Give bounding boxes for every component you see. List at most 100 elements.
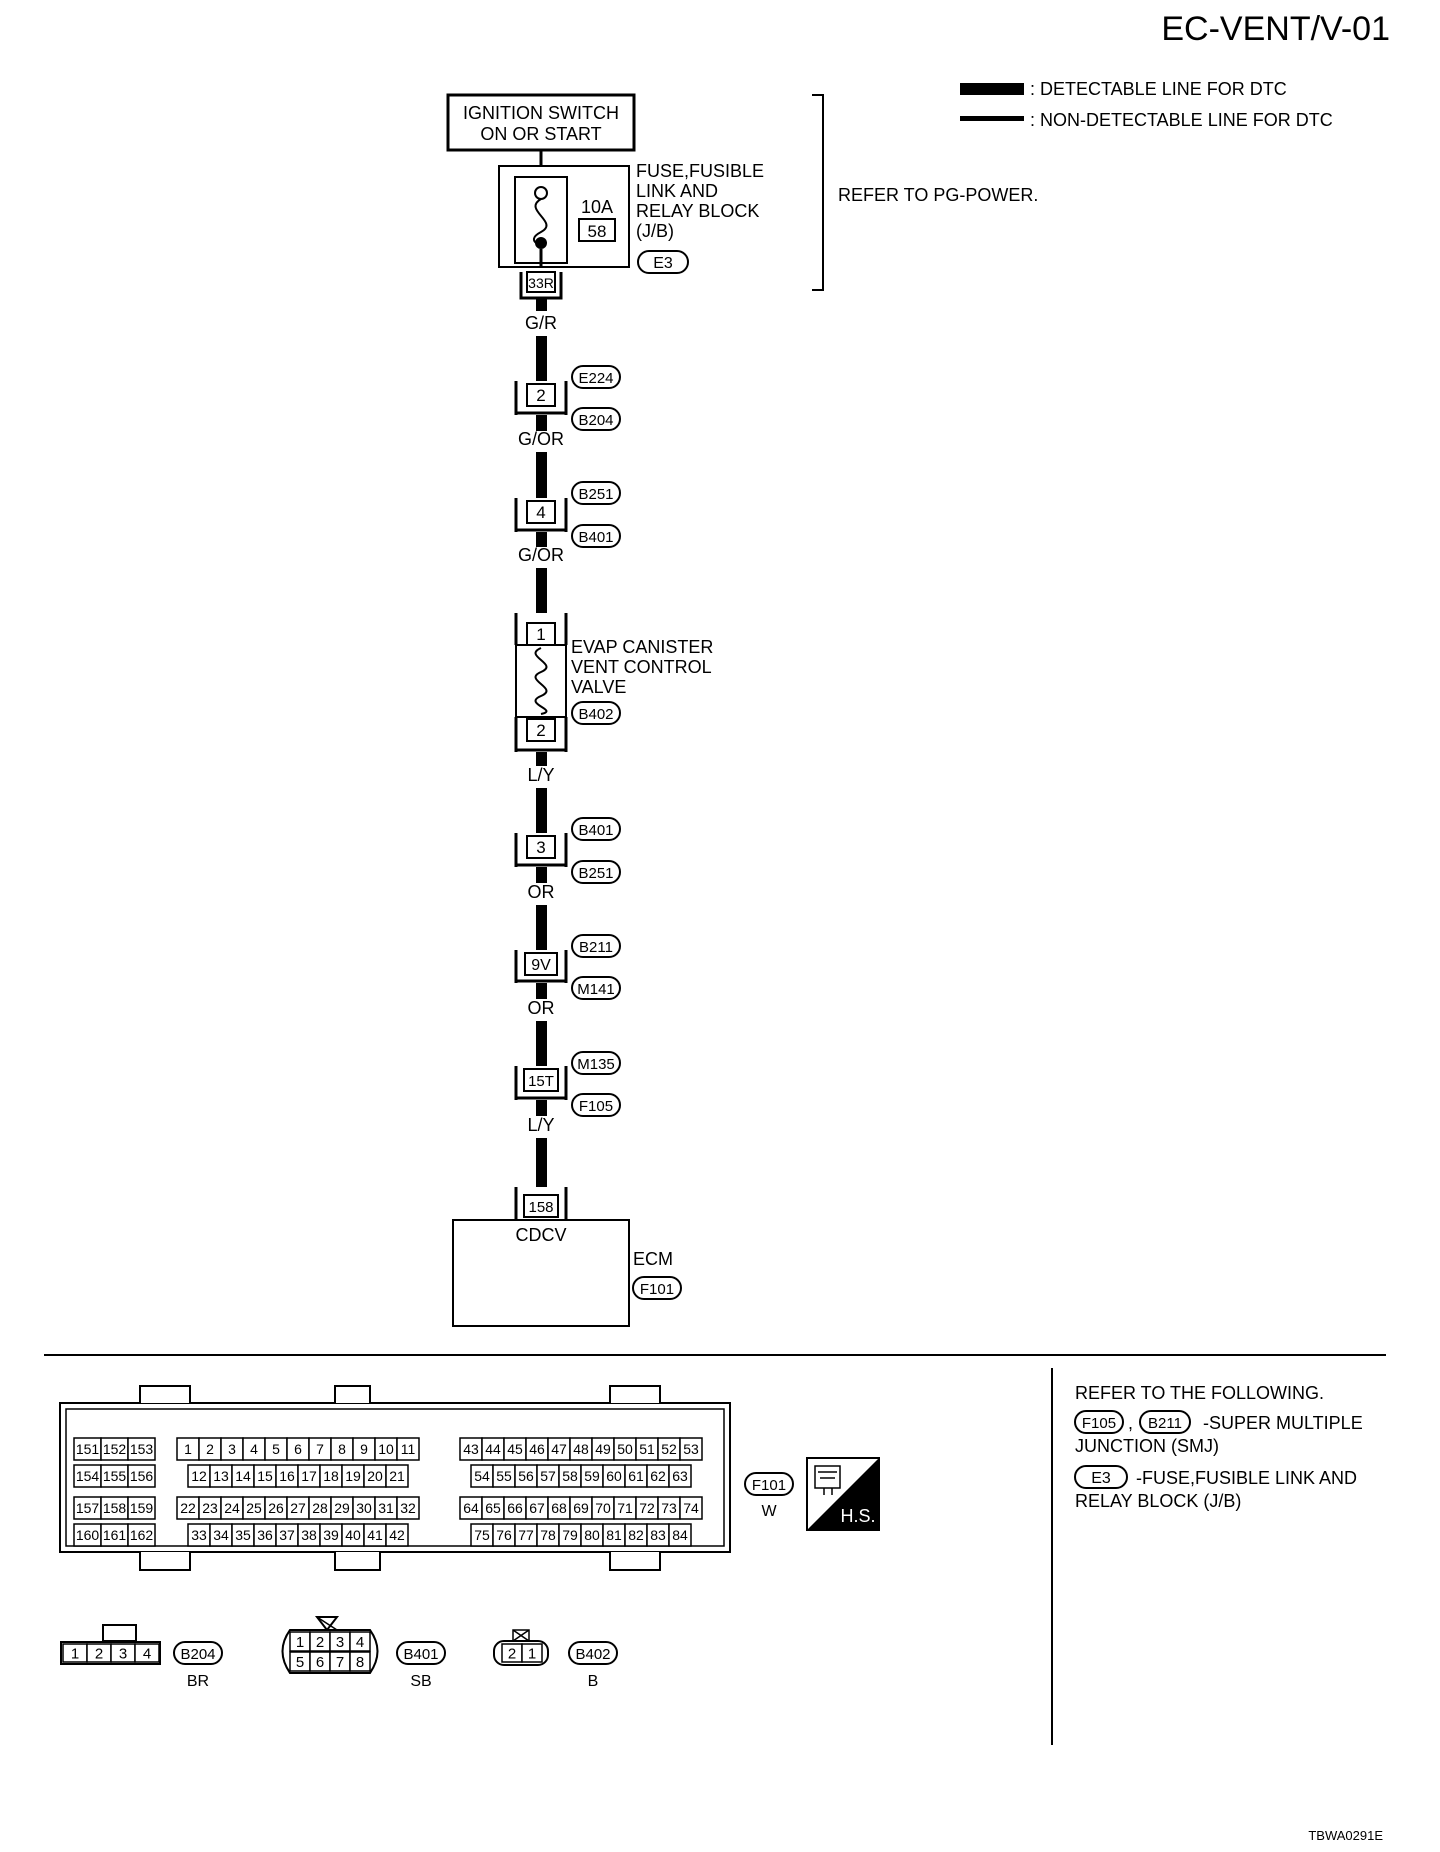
ecm-connector-tab <box>139 1552 191 1571</box>
connector-oval <box>571 860 621 884</box>
valve-label-1: EVAP CANISTER <box>571 637 713 657</box>
f101-connector-id: F101 <box>752 1477 786 1494</box>
wire-seg-2b <box>536 452 547 498</box>
ecm-pin: 18 <box>323 1468 339 1484</box>
b402-connector-oval <box>568 1641 618 1665</box>
ecm-pin-cell <box>668 1523 692 1547</box>
ecm-pin: 78 <box>540 1527 556 1543</box>
ecm-pin: 29 <box>334 1500 350 1516</box>
b401-pin: 3 <box>336 1634 344 1651</box>
valve-bottom-bracket <box>514 717 568 752</box>
ecm-pin: 160 <box>76 1527 100 1543</box>
ecm-pin: 28 <box>312 1500 328 1516</box>
wire-color-7: L/Y <box>527 1115 554 1135</box>
b204-pin: 4 <box>143 1645 151 1662</box>
wire-seg-5a <box>536 867 547 883</box>
connector-view-icon <box>814 1465 841 1495</box>
b401-pin-cell <box>349 1651 371 1672</box>
wire-seg-7b <box>536 1138 547 1187</box>
ecm-pin-cell <box>396 1496 420 1520</box>
junction-bracket <box>514 381 568 415</box>
ecm-pin: 50 <box>617 1441 633 1457</box>
ecm-pin-cell <box>385 1464 409 1488</box>
ecm-pin: 56 <box>518 1468 534 1484</box>
f101-connector-color: W <box>761 1503 777 1520</box>
ecm-pin: 53 <box>683 1441 699 1457</box>
connector-oval <box>571 934 621 958</box>
wire-seg-5b <box>536 905 547 950</box>
fuse-terminal-label: 33R <box>528 275 554 291</box>
ecm-pin: 71 <box>617 1500 633 1516</box>
ecm-pin: 63 <box>672 1468 688 1484</box>
ecm-pin: 23 <box>202 1500 218 1516</box>
connector-oval <box>571 1051 621 1075</box>
page-title: EC-VENT/V-01 <box>1161 10 1390 48</box>
ecm-pin: 22 <box>180 1500 196 1516</box>
ecm-pin: 41 <box>367 1527 383 1543</box>
valve-connector: B402 <box>578 706 613 723</box>
b401-connector-color: SB <box>410 1673 431 1690</box>
ecm-pin: 156 <box>130 1468 154 1484</box>
b401-pin: 8 <box>356 1654 364 1671</box>
ecm-pin: 25 <box>246 1500 262 1516</box>
valve-label-3: VALVE <box>571 677 626 697</box>
wire-seg-2a <box>536 415 547 431</box>
ecm-pin: 62 <box>650 1468 666 1484</box>
connector-top: E224 <box>578 370 613 387</box>
ecm-pin: 79 <box>562 1527 578 1543</box>
fuse-connector-oval <box>637 250 689 274</box>
evap-valve: 1 2 EVAP CANISTER VENT CONTROL VALVE B40… <box>514 613 713 752</box>
connector-top: B211 <box>579 939 613 956</box>
connector-oval <box>571 365 621 389</box>
ecm-pin: 34 <box>213 1527 229 1543</box>
ecm-pin: 9 <box>360 1441 368 1457</box>
b401-pin: 6 <box>316 1654 324 1671</box>
b401-pin-cell <box>349 1631 371 1652</box>
ecm-pin: 52 <box>661 1441 677 1457</box>
ecm-pin: 57 <box>540 1468 556 1484</box>
valve-pin-top: 1 <box>536 625 545 644</box>
ecm-pin-cell <box>127 1464 156 1488</box>
ecm-pin: 158 <box>103 1500 127 1516</box>
b401-connector-id: B401 <box>403 1646 438 1663</box>
legend-non-detectable-swatch <box>960 116 1024 121</box>
ecm-pin: 80 <box>584 1527 600 1543</box>
fuse-top-terminal <box>534 186 548 200</box>
fuse-number-box <box>578 218 616 242</box>
ecm-pin: 7 <box>316 1441 324 1457</box>
connector-oval <box>571 817 621 841</box>
ecm-pin: 43 <box>463 1441 479 1457</box>
ecm-connector-tab <box>334 1552 381 1571</box>
ecm-pin: 60 <box>606 1468 622 1484</box>
wire-color-5: OR <box>528 882 555 902</box>
wire-color-6: OR <box>528 998 555 1018</box>
junction-b211-m141: 9V B211 M141 <box>514 934 621 1000</box>
ecm-pin-cell <box>679 1496 703 1520</box>
ecm-pin: 14 <box>235 1468 251 1484</box>
junction-bracket <box>514 498 568 532</box>
ecm-pin-cell <box>127 1437 156 1461</box>
b401-latch-line <box>316 1616 338 1631</box>
wire-color-1: G/R <box>525 313 557 333</box>
ignition-switch-label-2: ON OR START <box>480 124 601 144</box>
ecm-pin: 81 <box>606 1527 622 1543</box>
ecm-pin: 36 <box>257 1527 273 1543</box>
refer-power-label: REFER TO PG-POWER. <box>838 185 1038 205</box>
ecm-pin: 40 <box>345 1527 361 1543</box>
connector-oval <box>571 976 621 1000</box>
ecm-pin: 3 <box>228 1441 236 1457</box>
ecm-pin-cell <box>127 1523 156 1547</box>
ecm-connector-oval <box>632 1276 682 1300</box>
ecm-pin: 11 <box>401 1441 416 1457</box>
ecm-pin: 59 <box>584 1468 600 1484</box>
ecm-pin-cell <box>127 1496 156 1520</box>
ecm-terminal-bracket <box>514 1187 568 1220</box>
junction-bracket <box>514 950 568 983</box>
ecm-pin: 17 <box>301 1468 317 1484</box>
ecm-pin: 84 <box>672 1527 688 1543</box>
ecm-pin: 159 <box>130 1500 154 1516</box>
